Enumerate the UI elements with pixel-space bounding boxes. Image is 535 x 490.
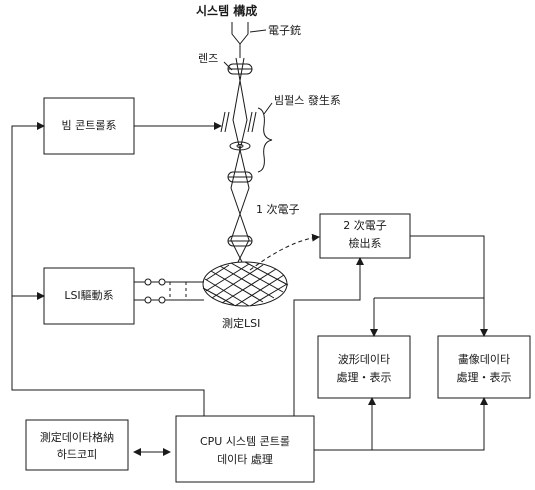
electron-gun-label: 電子銃 <box>268 24 301 37</box>
waveform-text-2: 處理・表示 <box>336 371 392 384</box>
cpu-to-image <box>372 397 488 451</box>
image-text-2: 處理・表示 <box>456 371 512 384</box>
waveform-box <box>317 335 411 399</box>
lsi-connector <box>134 278 204 304</box>
beam-rays <box>230 57 250 263</box>
lens-icon <box>227 171 253 183</box>
beam-pulse-plates <box>220 111 257 151</box>
cpu-text-2: 데이타 處理 <box>217 453 273 466</box>
beam-pulse-bracket <box>257 107 273 173</box>
cpu-to-beam-control <box>11 122 205 416</box>
electron-gun-icon <box>231 22 249 45</box>
detector-text-2: 檢出系 <box>348 237 382 250</box>
lens-icon <box>227 63 253 75</box>
lens-icon <box>227 235 253 247</box>
lens-label: 렌즈 <box>198 52 219 65</box>
cpu-box <box>175 415 315 483</box>
detector-text-1: 2 次電子 <box>343 219 387 232</box>
storage-text-1: 測定데이타格納 <box>39 431 115 444</box>
cpu-to-detector <box>293 257 364 416</box>
page-title: 시스템 構成 <box>196 4 258 18</box>
waveform-text-1: 波形데이타 <box>337 353 391 366</box>
cpu-text-1: CPU 시스템 콘트롤 <box>199 435 291 448</box>
measured-lsi-label: 測定LSI <box>222 317 261 330</box>
cpu-to-waveform <box>314 397 376 451</box>
storage-text-2: 하드코피 <box>56 448 98 461</box>
secondary-electron-label: 1 次電子 <box>256 203 300 216</box>
storage-box <box>25 419 129 471</box>
detector-to-image <box>410 235 488 337</box>
image-text-1: 畵像데이타 <box>457 353 511 366</box>
lsi-drive-text: LSI驅動系 <box>64 289 114 302</box>
lsi-wafer-icon <box>202 261 289 307</box>
beam-control-text: 빔 콘트롤系 <box>61 119 117 132</box>
secondary-electron-path <box>249 233 320 271</box>
image-box <box>437 335 531 399</box>
beam-pulse-label: 빔펄스 發生系 <box>274 94 341 107</box>
